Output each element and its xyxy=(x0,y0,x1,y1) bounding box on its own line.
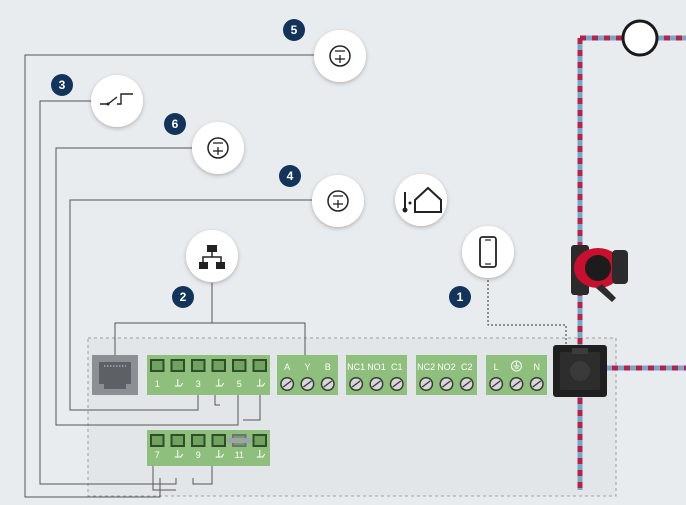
valve-icon xyxy=(621,19,659,57)
icon-6 xyxy=(192,122,244,174)
ethernet-port xyxy=(92,355,138,395)
terminal-label: B xyxy=(325,362,331,372)
wires xyxy=(24,54,318,498)
icon-outdoor xyxy=(395,174,447,226)
terminal-block-digital-bottom: 7 9 11 xyxy=(147,430,270,466)
terminal-block-digital-top: 1 3 5 xyxy=(147,355,270,395)
ground-symbol xyxy=(215,379,225,387)
ground-symbol xyxy=(215,450,225,458)
badge-3: 3 xyxy=(51,74,73,96)
terminal-label: NO2 xyxy=(437,362,456,372)
badge-1: 1 xyxy=(449,286,471,308)
terminal-label: NC2 xyxy=(417,362,435,372)
pump-icon xyxy=(571,245,628,302)
icon-4 xyxy=(312,175,364,227)
svg-text:2: 2 xyxy=(180,290,187,304)
badge-2: 2 xyxy=(172,286,194,308)
svg-text:6: 6 xyxy=(172,117,179,131)
terminal-label: A xyxy=(284,362,290,372)
wireless-link xyxy=(487,276,567,346)
controller-module xyxy=(553,345,607,397)
svg-text:5: 5 xyxy=(291,23,298,37)
svg-text:4: 4 xyxy=(287,169,294,183)
badge-4: 4 xyxy=(279,165,301,187)
ground-symbol xyxy=(174,379,184,387)
icon-5 xyxy=(314,30,366,82)
terminal-label: N xyxy=(534,362,541,372)
terminal-label: 9 xyxy=(196,450,201,460)
terminal-label: NO1 xyxy=(367,362,386,372)
badge-5: 5 xyxy=(283,19,305,41)
icon-2 xyxy=(186,230,238,282)
icon-1 xyxy=(462,226,514,278)
icon-3 xyxy=(91,75,143,127)
pipe-system xyxy=(577,19,686,490)
svg-text:1: 1 xyxy=(457,290,464,304)
terminal-label: 5 xyxy=(237,379,242,389)
ground-symbol xyxy=(256,379,266,387)
ground-symbol xyxy=(174,450,184,458)
terminal-label: 1 xyxy=(155,379,160,389)
svg-text:3: 3 xyxy=(59,78,66,92)
terminal-label: 3 xyxy=(196,379,201,389)
terminal-label: 7 xyxy=(155,450,160,460)
terminal-label: NC1 xyxy=(347,362,365,372)
earth-symbol xyxy=(510,360,522,372)
badge-6: 6 xyxy=(164,113,186,135)
terminal-label: 11 xyxy=(235,450,244,460)
terminal-label: L xyxy=(494,362,499,372)
terminal-label: C2 xyxy=(461,362,473,372)
ground-symbol xyxy=(256,450,266,458)
terminal-label: C1 xyxy=(391,362,403,372)
terminal-label: Y xyxy=(304,362,310,372)
